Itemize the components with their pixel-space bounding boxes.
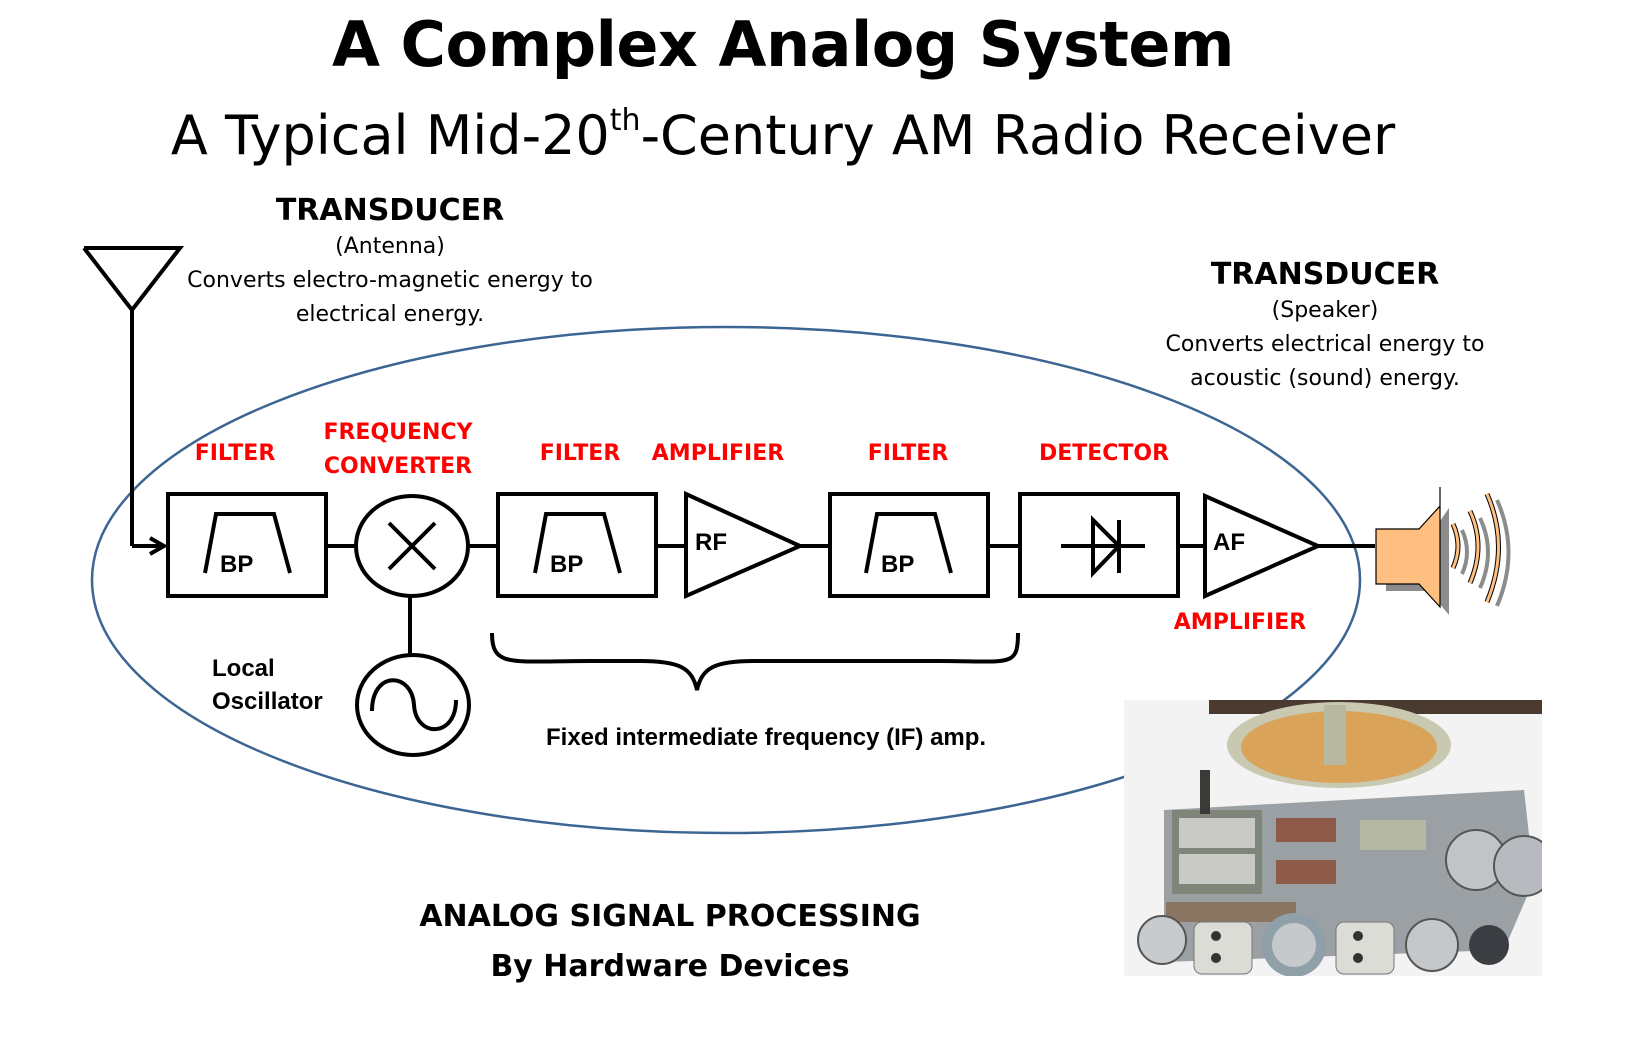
stage-label-amplifier-rf: AMPLIFIER xyxy=(651,441,785,466)
af-label: AF xyxy=(1213,529,1245,556)
speaker-transducer-name: (Speaker) xyxy=(1271,298,1379,323)
bandpass-filter-2: BP xyxy=(496,492,658,598)
radio-chassis-illustration xyxy=(1124,700,1542,976)
stage-label-filter-3: FILTER xyxy=(867,441,949,466)
oscillator-icon xyxy=(355,653,471,757)
mixer-icon xyxy=(354,494,470,598)
bp3-label: BP xyxy=(881,551,914,578)
speaker-icon xyxy=(1375,487,1511,615)
detector xyxy=(1018,492,1180,598)
diode-icon xyxy=(1061,515,1145,578)
subtitle-prefix: A Typical Mid-20 xyxy=(170,104,610,167)
bandpass-filter-1: BP xyxy=(166,492,328,598)
local-oscillator-label: Local Oscillator xyxy=(212,652,323,718)
speaker-transducer-heading: TRANSDUCER xyxy=(1210,257,1440,292)
bottom-caption: ANALOG SIGNAL PROCESSING By Hardware Dev… xyxy=(380,892,960,992)
subtitle-superscript: th xyxy=(609,103,641,138)
processing-boundary-ellipse xyxy=(90,325,1362,835)
bandpass-response-icon xyxy=(203,512,292,574)
antenna-transducer-heading: TRANSDUCER xyxy=(275,193,505,228)
freq-converter-line2: CONVERTER xyxy=(323,454,473,479)
freq-converter-line1: FREQUENCY xyxy=(323,420,473,445)
bandpass-response-icon xyxy=(533,512,622,574)
local-oscillator-line2: Oscillator xyxy=(212,688,323,715)
bandpass-response-icon xyxy=(864,512,953,574)
radio-chassis-photo xyxy=(1124,700,1542,976)
subtitle-suffix: -Century AM Radio Receiver xyxy=(640,104,1396,167)
af-amplifier: AF xyxy=(1203,492,1323,600)
antenna-transducer-name: (Antenna) xyxy=(335,234,445,259)
if-brace-icon xyxy=(490,632,1020,691)
local-oscillator-line1: Local xyxy=(212,655,275,682)
rf-amplifier: RF xyxy=(684,490,805,600)
sound-waves-icon xyxy=(1450,492,1511,607)
stage-label-filter-2: FILTER xyxy=(539,441,621,466)
bottom-caption-line1: ANALOG SIGNAL PROCESSING xyxy=(419,899,921,934)
antenna-transducer-line1: Converts electro-magnetic energy to xyxy=(187,268,593,293)
stage-label-filter-1: FILTER xyxy=(194,441,276,466)
antenna-transducer-description: TRANSDUCER (Antenna) Converts electro-ma… xyxy=(170,192,610,332)
speaker-transducer-line2: acoustic (sound) energy. xyxy=(1190,366,1460,391)
bandpass-filter-3: BP xyxy=(828,492,990,598)
stage-label-frequency-converter: FREQUENCY CONVERTER xyxy=(318,416,478,484)
if-amp-label: Fixed intermediate frequency (IF) amp. xyxy=(546,724,987,751)
page-subtitle: A Typical Mid-20th-Century AM Radio Rece… xyxy=(0,104,1566,167)
bottom-caption-line2: By Hardware Devices xyxy=(490,949,850,984)
amplifier-triangle-icon xyxy=(684,490,805,600)
amplifier-triangle-icon xyxy=(1203,492,1323,600)
rf-label: RF xyxy=(695,529,727,556)
page-title: A Complex Analog System xyxy=(331,8,1235,81)
antenna-icon xyxy=(82,246,185,556)
antenna-transducer-line2: electrical energy. xyxy=(295,302,485,327)
stage-label-amplifier-af: AMPLIFIER xyxy=(1173,610,1307,635)
bp2-label: BP xyxy=(550,551,583,578)
speaker-transducer-line1: Converts electrical energy to xyxy=(1165,332,1485,357)
speaker-transducer-description: TRANSDUCER (Speaker) Converts electrical… xyxy=(1130,256,1520,396)
stage-label-detector: DETECTOR xyxy=(1038,441,1170,466)
bp1-label: BP xyxy=(220,551,253,578)
